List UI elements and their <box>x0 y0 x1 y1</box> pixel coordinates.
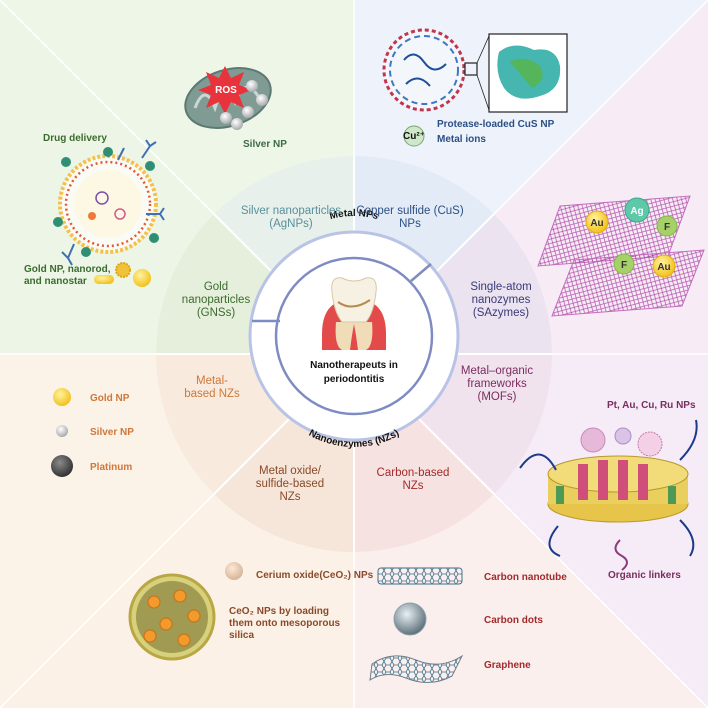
center-title-line-1: Nanotherapeuts in <box>310 360 398 371</box>
legend-platinum-icon <box>51 455 73 477</box>
metal-legend: Gold NP Silver NP Platinum <box>51 388 134 477</box>
segment-label-silver: Silver nanoparticles(AgNPs) <box>241 205 342 230</box>
sazyme-illustration: Au Ag F F Au <box>537 195 705 317</box>
graphene-label: Graphene <box>484 660 531 671</box>
carbon-nanotube-label: Carbon nanotube <box>484 572 567 583</box>
liposome-illustration: Drug delivery Gold NP, nanorod,and nanos… <box>24 133 165 287</box>
gold-variants-label: Gold NP, nanorod,and nanostar <box>24 264 111 287</box>
au-atom-label-2: Au <box>657 262 670 273</box>
gold-np-icon <box>133 269 151 287</box>
legend-platinum-label: Platinum <box>90 462 132 473</box>
mof-illustration: Pt, Au, Cu, Ru NPs Organic linkers <box>519 400 698 581</box>
segment-label-metal-based: Metal-based NZs <box>184 375 240 400</box>
tooth-icon <box>322 277 386 350</box>
f-atom-label-1: F <box>664 222 670 233</box>
organic-linkers-label: Organic linkers <box>608 570 681 581</box>
carbon-dots-label: Carbon dots <box>484 615 543 626</box>
segment-labels: Silver nanoparticles(AgNPs) Copper sulfi… <box>182 205 534 503</box>
carbon-nanotube-icon <box>377 567 463 585</box>
ros-burst-icon <box>198 66 252 114</box>
ceo2-illustration: Cerium oxide(CeO₂) NPs CeO₂ NPs by loadi… <box>128 562 374 661</box>
arc-label-metal-nps: Metal NPs <box>329 208 380 222</box>
center-title-line-2: periodontitis <box>324 374 385 385</box>
cus-illustration: Protease-loaded CuS NP Cu²⁺ Metal ions <box>382 28 568 147</box>
segment-label-copper: Copper sulfide (CuS)NPs <box>356 205 464 230</box>
gold-nanorod-icon <box>94 275 114 284</box>
cerium-oxide-label: Cerium oxide(CeO₂) NPs <box>256 570 374 581</box>
cerium-oxide-icon <box>225 562 243 580</box>
ag-atom-label: Ag <box>630 206 643 217</box>
legend-silver-label: Silver NP <box>90 427 134 438</box>
legend-gold-label: Gold NP <box>90 393 130 404</box>
legend-silver-icon <box>56 425 68 437</box>
carbon-dots-icon <box>393 602 427 636</box>
drug-delivery-label: Drug delivery <box>43 133 107 144</box>
legend-gold-icon <box>53 388 71 406</box>
ros-label: ROS <box>215 85 237 96</box>
silver-np-label: Silver NP <box>243 139 287 150</box>
carbon-illustration: Carbon nanotube Carbon dots Graphene <box>369 567 567 683</box>
gold-nanostar-icon <box>115 262 131 278</box>
protease-cus-label: Protease-loaded CuS NP <box>437 119 555 130</box>
cu-ion-icon: Cu²⁺ <box>403 131 425 142</box>
au-atom-label: Au <box>590 218 603 229</box>
metal-ions-label: Metal ions <box>437 134 486 145</box>
center-hub: Metal NPs Nanoenzymes (NZs) Nanotherapeu… <box>248 208 460 450</box>
pt-list-label: Pt, Au, Cu, Ru NPs <box>607 400 696 411</box>
mitochondria-illustration: ROS Silver NP <box>184 66 287 150</box>
f-atom-label-2: F <box>621 260 627 271</box>
graphene-icon <box>369 654 464 683</box>
